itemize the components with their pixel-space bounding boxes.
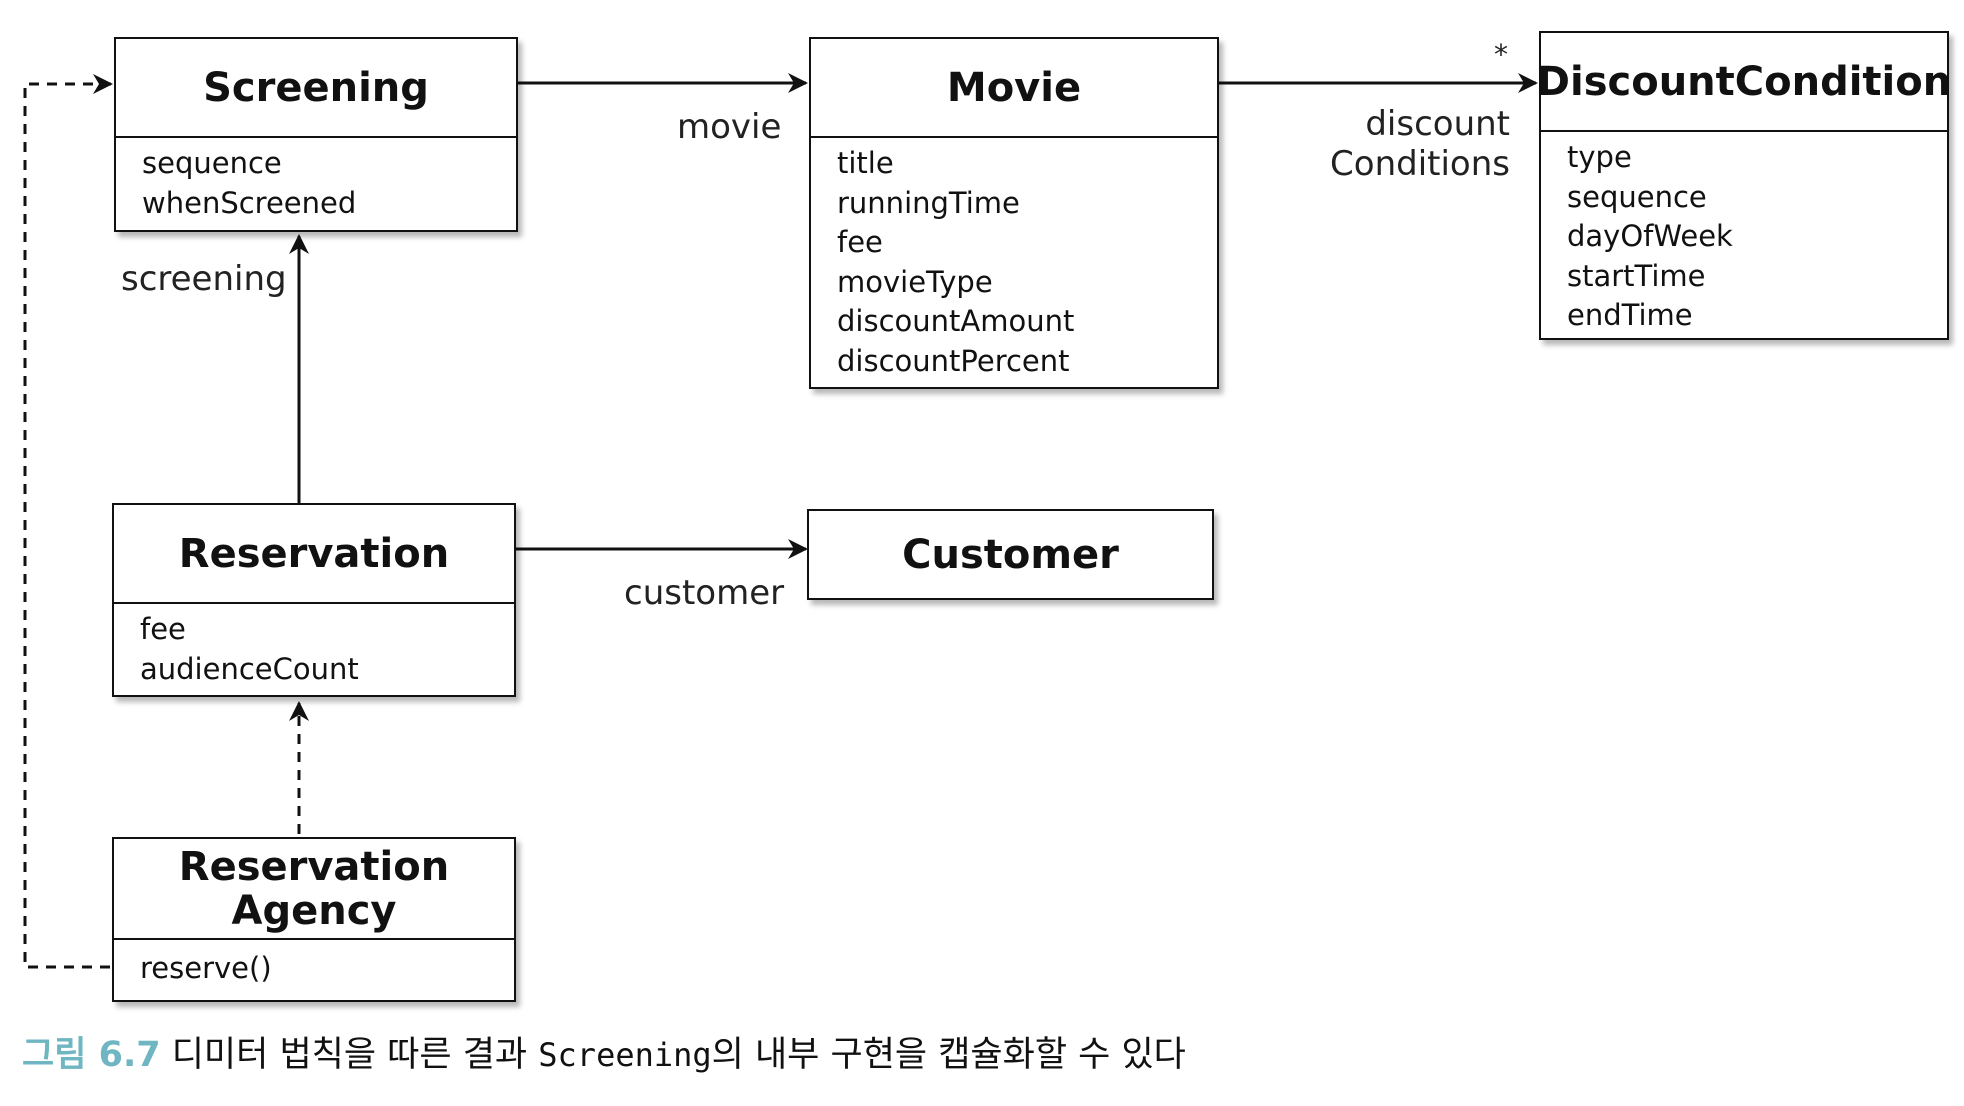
class-reservation: Reservation fee audienceCount [112, 503, 516, 697]
attribute: sequence [1567, 179, 1707, 214]
label-line: Conditions [1330, 144, 1510, 184]
figure-number: 그림 6.7 [22, 1035, 161, 1075]
caption-text: 의 내부 구현을 캡슐화할 수 있다 [711, 1035, 1186, 1075]
class-customer-name: Customer [902, 531, 1119, 578]
class-reservation-name: Reservation [114, 505, 514, 604]
label-line: discount [1365, 104, 1510, 144]
attribute: title [837, 146, 894, 180]
class-name-line: Reservation [178, 843, 450, 890]
class-screening-attributes: sequence whenScreened [116, 138, 516, 223]
association-label-customer: customer [624, 573, 785, 613]
class-customer: Customer [807, 509, 1214, 600]
agency-to-screening-dependency [23, 74, 113, 969]
class-reservation-agency-name: Reservation Agency [114, 839, 514, 940]
class-discount-condition: DiscountCondition type sequence dayOfWee… [1537, 31, 1951, 340]
attribute: runningTime [837, 185, 1020, 220]
caption-text: 디미터 법칙을 따른 결과 [171, 1035, 528, 1075]
attribute: fee [140, 612, 186, 646]
attribute: movieType [837, 264, 993, 299]
multiplicity-label: * [1494, 38, 1508, 71]
class-reservation-attributes: fee audienceCount [114, 604, 514, 689]
class-movie: Movie title runningTime fee movieType di… [809, 37, 1219, 389]
class-screening-name: Screening [116, 39, 516, 138]
figure-caption: 그림 6.7 디미터 법칙을 따른 결과 Screening의 내부 구현을 캡… [22, 1030, 1186, 1080]
attribute: discountPercent [837, 343, 1070, 378]
attribute: sequence [142, 146, 282, 180]
class-movie-attributes: title runningTime fee movieType discount… [811, 138, 1217, 381]
class-discount-condition-name: DiscountCondition [1537, 33, 1951, 132]
association-label-screening: screening [121, 259, 287, 299]
attribute: endTime [1567, 298, 1693, 332]
attribute: audienceCount [140, 651, 359, 686]
caption-code-term: Screening [538, 1036, 712, 1074]
association-label-movie: movie [677, 107, 782, 147]
association-label-discount-conditions: discount Conditions [1320, 104, 1510, 184]
method: reserve() [140, 951, 272, 985]
class-movie-name: Movie [811, 39, 1217, 138]
attribute: discountAmount [837, 304, 1075, 338]
class-screening: Screening sequence whenScreened [114, 37, 518, 232]
class-name-line: Agency [231, 887, 397, 934]
class-reservation-agency-methods: reserve() [114, 940, 514, 989]
attribute: startTime [1567, 258, 1706, 293]
attribute: whenScreened [142, 185, 357, 220]
attribute: type [1567, 140, 1632, 174]
class-discount-condition-attributes: type sequence dayOfWeek startTime endTim… [1541, 132, 1947, 336]
class-reservation-agency: Reservation Agency reserve() [112, 837, 516, 1002]
attribute: dayOfWeek [1567, 219, 1733, 253]
attribute: fee [837, 225, 883, 259]
